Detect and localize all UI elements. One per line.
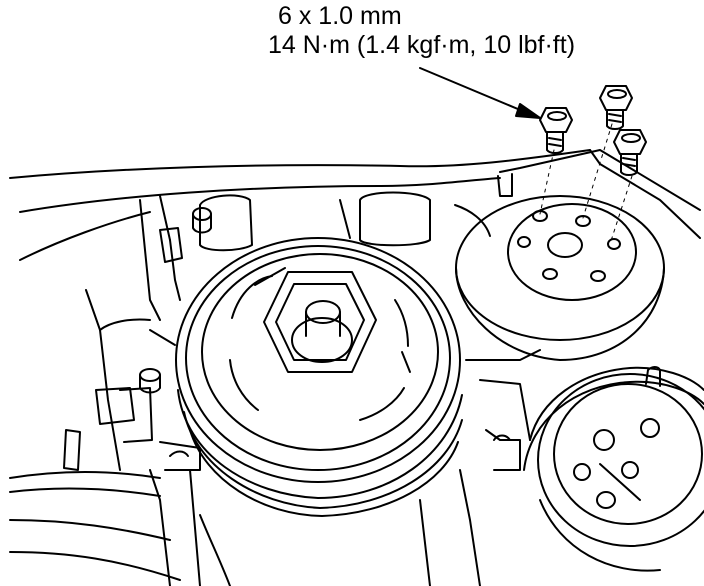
bolt-hole-2 [576, 216, 590, 226]
engine-cover [10, 150, 700, 260]
torque-spec-label: 14 N·m (1.4 kgf·m, 10 lbf·ft) [268, 31, 576, 59]
bolt-hole-6 [591, 271, 605, 281]
bolt-hole-4 [608, 239, 620, 249]
ac-compressor [524, 367, 704, 571]
bolt-hole-3 [518, 237, 530, 247]
left-bracket [10, 290, 200, 586]
mounting-bolt-2 [600, 86, 632, 129]
bolt-hole-5 [543, 269, 557, 279]
crankshaft-pulley [176, 238, 462, 516]
thread-spec-label: 6 x 1.0 mm [278, 2, 402, 30]
alignment-lines [540, 124, 632, 244]
idler-pulley [456, 196, 664, 360]
lower-block [150, 330, 540, 586]
crank-bolt [264, 272, 376, 372]
bolt-hole-1 [533, 211, 547, 221]
mounting-bolt-1 [540, 108, 572, 153]
mounting-bolt-3 [614, 130, 646, 175]
timing-cover [140, 193, 490, 321]
leader-arrow [420, 68, 540, 118]
